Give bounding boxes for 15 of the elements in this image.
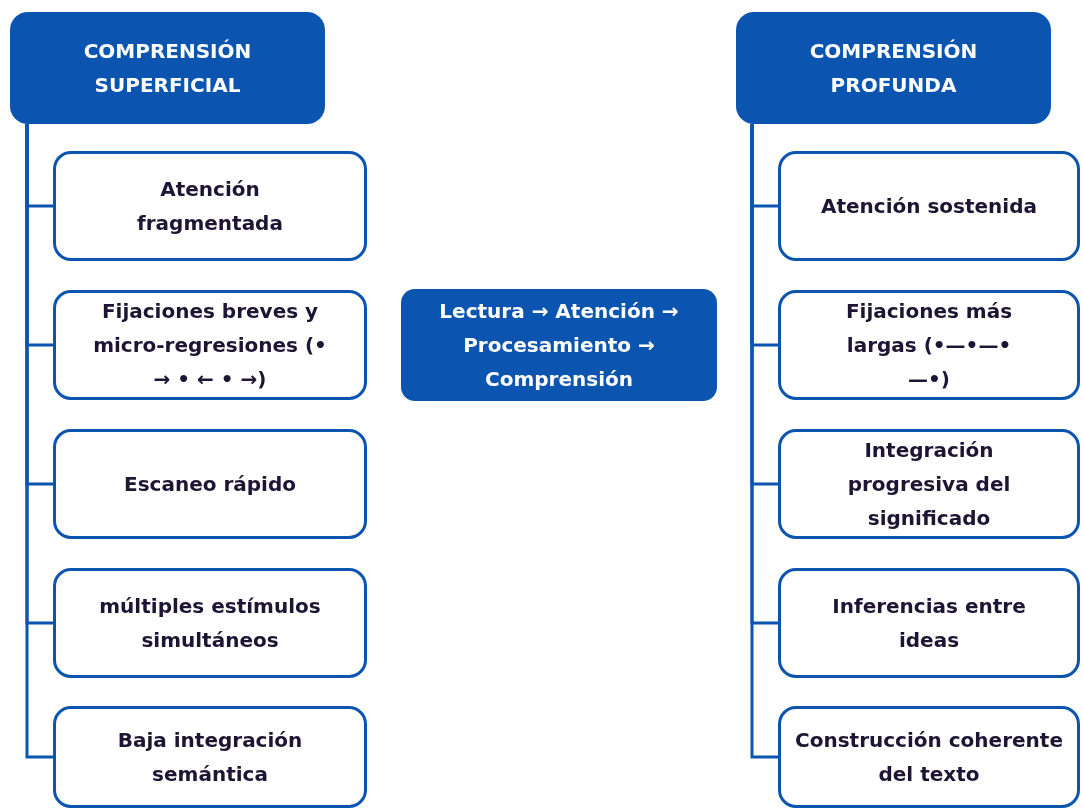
text-box: múltiples estímulos simultáneos (53, 568, 367, 678)
connector-line (750, 124, 778, 759)
process-box: Lectura → Atención → Procesamiento → Comprensión (401, 289, 717, 401)
text-box: Construcción coherente del texto (778, 706, 1080, 808)
header-box: COMPRENSIÓN PROFUNDA (736, 12, 1051, 124)
text-box: Fijaciones breves y micro-regresiones (• → • ← • →) (53, 290, 367, 400)
connector-line (25, 124, 53, 759)
text-box: Integración progresiva del significado (778, 429, 1080, 539)
text-box: Atención fragmentada (53, 151, 367, 261)
text-box: Escaneo rápido (53, 429, 367, 539)
text-box: Inferencias entre ideas (778, 568, 1080, 678)
text-box: Baja integración semántica (53, 706, 367, 808)
text-box: Atención sostenida (778, 151, 1080, 261)
header-box: COMPRENSIÓN SUPERFICIAL (10, 12, 325, 124)
text-box: Fijaciones más largas (•—•—•—•) (778, 290, 1080, 400)
